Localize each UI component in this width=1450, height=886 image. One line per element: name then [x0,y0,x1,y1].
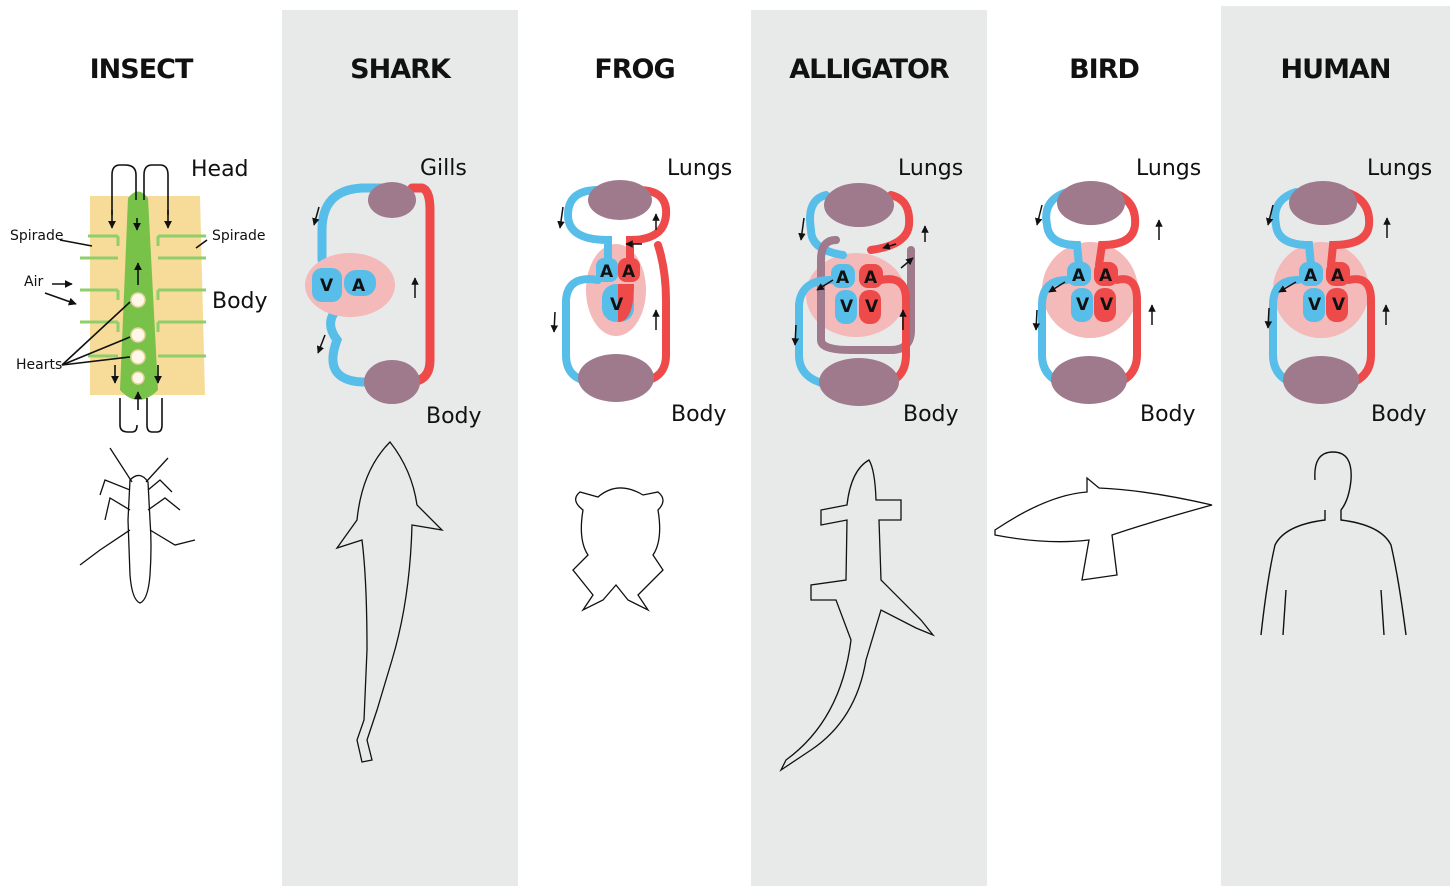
gill-capillaries [368,182,416,218]
body-capillaries [1283,356,1359,404]
ventricle-letter: V [840,297,854,317]
atrium-letter: A [1331,266,1345,286]
shark-silhouette [337,442,442,762]
ventricle-letter: V [1100,295,1114,315]
shark-column: SHARK Gills Body V A [282,0,518,886]
lung-capillaries [824,183,894,227]
atrium-letter: A [1072,266,1086,286]
body-capillaries [1051,356,1127,404]
atrium-letter: A [1099,266,1113,286]
heart-chamber [131,293,145,307]
bird-circulation-diagram: A A V V [987,0,1221,886]
lung-capillaries [588,180,652,220]
atrium-letter: A [1304,266,1318,286]
atrium-letter: A [836,268,850,288]
alligator-circulation-diagram: A A V V [751,0,987,886]
alligator-column: ALLIGATOR Lungs Body A A V V [751,0,987,886]
human-circulation-diagram: A A V V [1221,0,1450,886]
shark-circulation-diagram: V A [282,0,518,886]
body-capillaries [578,354,654,402]
heart-chamber [131,350,145,364]
insect-column: INSECT Head Body Spirade Spirade Air Hea… [0,0,282,886]
body-capillaries [819,358,899,406]
atrium-letter: A [622,262,636,282]
atrium-letter: A [600,262,614,282]
frog-silhouette [573,488,663,610]
human-column: HUMAN Lungs Body A A V V [1221,0,1450,886]
atrium-letter: A [864,268,878,288]
lung-capillaries [1289,181,1357,225]
atrium-letter: A [352,276,366,296]
body-capillaries [364,360,420,404]
ventricle-letter: V [1076,295,1090,315]
ventricle-letter: V [320,276,334,296]
ventricle-letter: V [865,297,879,317]
frog-circulation-diagram: A A V [518,0,751,886]
lung-capillaries [1057,181,1125,225]
ventricle-letter: V [610,295,624,315]
alligator-silhouette [781,460,933,770]
heart-halo [1042,242,1138,338]
bird-column: BIRD Lungs Body A A V V [987,0,1221,886]
ventricle-letter: V [1332,295,1346,315]
ventricle-letter: V [1308,295,1322,315]
frog-column: FROG Lungs Body A A V [518,0,751,886]
insect-circulation-diagram [0,0,282,886]
bird-silhouette [995,478,1212,580]
heart-chamber [131,328,145,342]
heart-chamber [132,372,144,384]
insect-silhouette [80,448,195,603]
human-silhouette [1261,452,1406,635]
